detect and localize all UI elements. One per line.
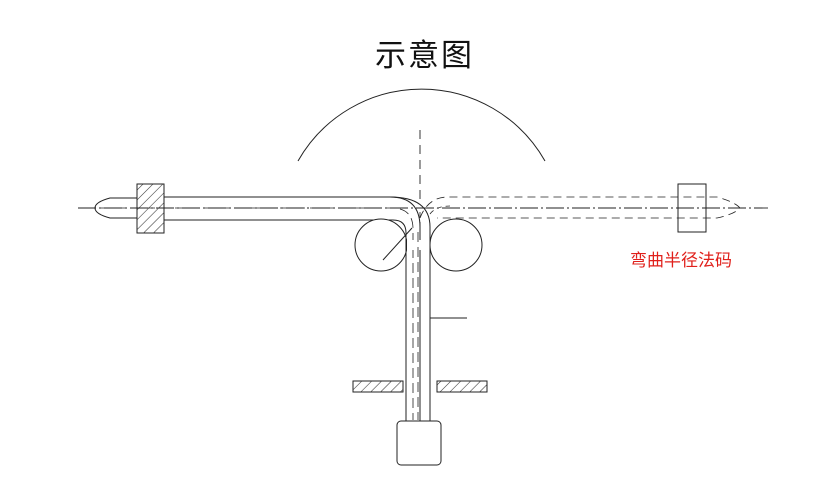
tube-bend-outer [389,196,431,228]
bottom-block [396,420,442,466]
bend-arc [297,88,546,162]
left-guide [352,380,404,393]
ghost-bar-bend [429,205,451,215]
bend-radius-label: 弯曲半径法码 [630,251,732,271]
radius-line [382,227,413,261]
tube-inner-wall [164,219,407,422]
diagram-title: 示意图 [375,38,474,74]
left-roller [354,218,408,272]
left-clamp [136,183,165,234]
left-bar-tip [94,197,137,219]
right-roller [429,218,483,272]
tube-axis [100,207,414,420]
right-clamp [677,183,707,233]
right-guide [436,380,488,393]
ghost-bar [419,196,741,219]
